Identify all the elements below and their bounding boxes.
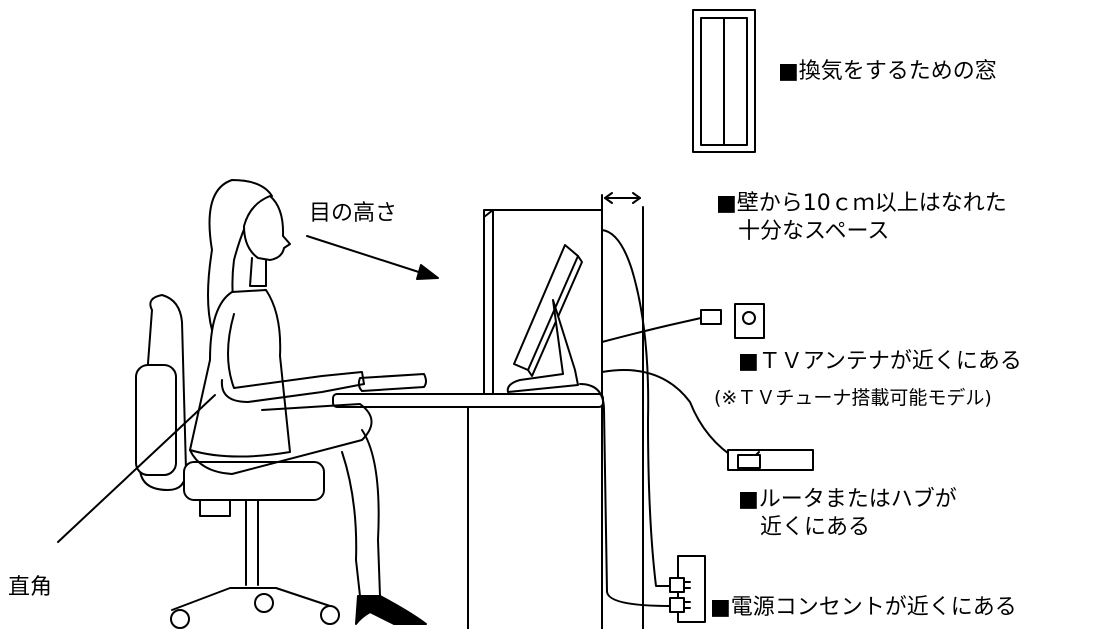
monitor-icon — [506, 244, 583, 393]
router-icon — [727, 449, 814, 471]
label-router: ■ルータまたはハブが 近くにある — [738, 486, 957, 542]
label-router-line2: 近くにある — [760, 515, 871, 540]
label-wall-space-line1: ■壁から10ｃｍ以上はなれた — [716, 191, 1007, 216]
label-router-line1: ■ルータまたはハブが — [738, 487, 957, 512]
label-tv-antenna: ■ＴＶアンテナが近くにある — [738, 349, 1022, 374]
window-icon — [692, 9, 756, 153]
tv-antenna-jack-icon — [700, 303, 765, 339]
wall — [601, 194, 644, 629]
label-power-outlet: ■電源コンセントが近くにある — [710, 595, 1017, 620]
label-wall-space: ■壁から10ｃｍ以上はなれた 十分なスペース — [716, 190, 1007, 246]
label-right-angle: 直角 — [8, 575, 53, 600]
power-outlet-icon — [669, 555, 706, 623]
eye-level-arrow — [306, 235, 439, 280]
label-window: ■換気をするための窓 — [778, 59, 997, 84]
right-angle-pointer-line — [57, 394, 216, 543]
label-eye-level: 目の高さ — [309, 201, 398, 226]
keyboard-icon — [357, 373, 427, 392]
seated-person-illustration — [189, 179, 427, 625]
cables — [579, 229, 739, 607]
spacing-double-arrow — [604, 192, 641, 204]
label-wall-space-line2: 十分なスペース — [738, 219, 890, 244]
label-tv-tuner-note: (※ＴＶチューナ搭載可能モデル) — [714, 387, 992, 409]
desk — [332, 393, 604, 629]
